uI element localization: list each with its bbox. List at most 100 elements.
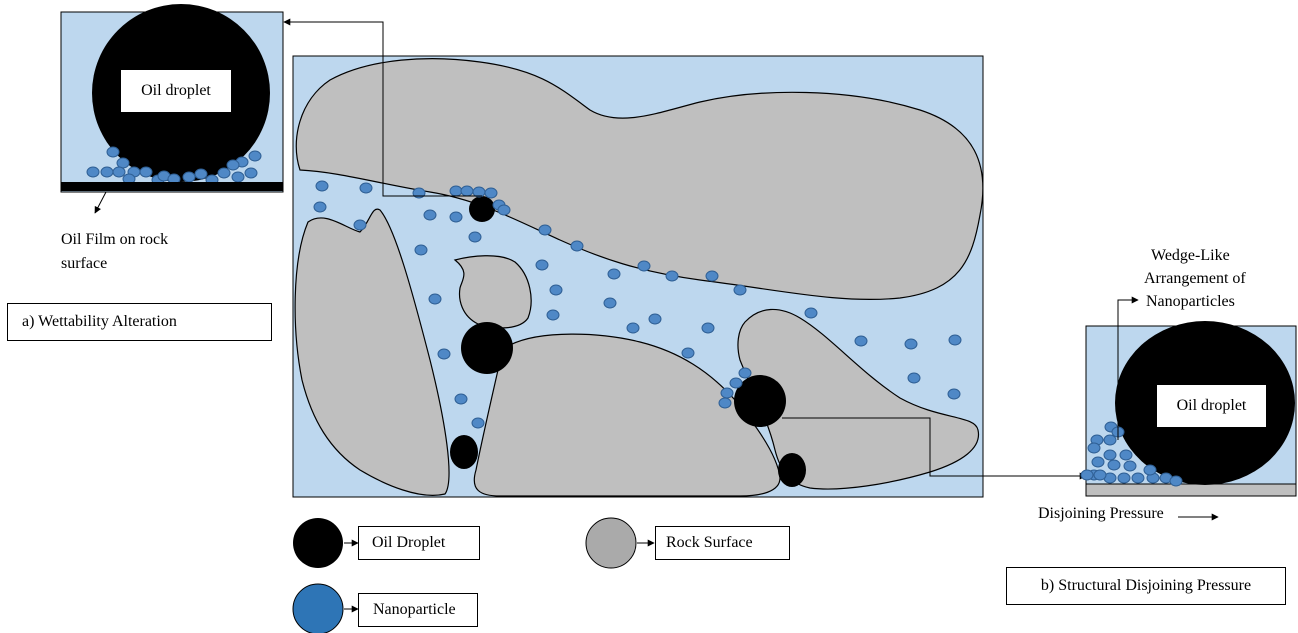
- nanoparticle: [720, 387, 734, 399]
- nanoparticle: [948, 334, 962, 346]
- nanoparticle: [729, 377, 743, 389]
- nanoparticle: [428, 293, 442, 305]
- inset-b-rock-surface: [1085, 483, 1297, 497]
- nanoparticle: [546, 309, 560, 321]
- nanoparticle: [1091, 456, 1105, 468]
- rock-grain-left: [294, 208, 450, 496]
- oil-droplets: [450, 196, 806, 487]
- nanoparticle: [535, 259, 549, 271]
- nanoparticle: [454, 393, 468, 405]
- nanoparticle: [648, 313, 662, 325]
- legend-oil-label: Oil Droplet: [358, 526, 480, 560]
- nanoparticle: [1080, 469, 1094, 481]
- nanoparticle: [733, 284, 747, 296]
- nanoparticle: [116, 157, 130, 169]
- legend-nano-label: Nanoparticle: [358, 593, 478, 627]
- nanoparticle: [315, 180, 329, 192]
- nanoparticle: [607, 268, 621, 280]
- nanoparticle: [538, 224, 552, 236]
- legend-rock-label: Rock Surface: [655, 526, 790, 560]
- oil-droplet: [734, 375, 786, 427]
- nanoparticle: [1103, 434, 1117, 446]
- nanoparticle: [353, 219, 367, 231]
- nanoparticle: [907, 372, 921, 384]
- inset-a-droplet-label: Oil droplet: [120, 69, 232, 113]
- nanoparticle: [904, 338, 918, 350]
- wedge-label-line1: Wedge-Like: [1151, 247, 1230, 264]
- nanoparticle: [854, 335, 868, 347]
- disjoining-pressure-label: Disjoining Pressure: [1038, 505, 1164, 522]
- nanoparticle: [947, 388, 961, 400]
- nanoparticle: [1117, 472, 1131, 484]
- nanoparticle: [1169, 475, 1183, 487]
- nanoparticle: [804, 307, 818, 319]
- inset-b-nanoparticles: [1080, 421, 1183, 487]
- nanoparticle: [313, 201, 327, 213]
- nanoparticle: [194, 168, 208, 180]
- nanoparticle: [701, 322, 715, 334]
- nanoparticle: [414, 244, 428, 256]
- wedge-label-line3: Nanoparticles: [1146, 293, 1235, 310]
- nanoparticle: [637, 260, 651, 272]
- inset-a-film-label-line2: surface: [61, 255, 108, 272]
- nanoparticle: [1119, 449, 1133, 461]
- rock-grain-top: [295, 58, 984, 300]
- nanoparticle: [449, 185, 463, 197]
- wedge-label-line2: Arrangement of: [1144, 270, 1246, 287]
- nanoparticle: [112, 166, 126, 178]
- inset-b-caption: b) Structural Disjoining Pressure: [1006, 567, 1286, 605]
- film-pointer-line: [94, 191, 107, 214]
- oil-droplet: [461, 322, 513, 374]
- nanoparticle: [106, 146, 120, 158]
- legend: [292, 517, 655, 633]
- connector-to-inset-a: [283, 18, 482, 197]
- nanoparticle: [244, 167, 258, 179]
- nanoparticle: [449, 211, 463, 223]
- wedge-pointer-line: [1117, 296, 1139, 440]
- nanoparticle: [497, 204, 511, 216]
- nanoparticle: [471, 417, 485, 429]
- legend-oil-icon: [293, 518, 343, 568]
- porous-medium: [292, 55, 984, 498]
- inset-a-caption: a) Wettability Alteration: [7, 303, 272, 341]
- nanoparticle: [248, 150, 262, 162]
- nanoparticle: [549, 284, 563, 296]
- nanoparticle: [1103, 449, 1117, 461]
- oil-droplet: [469, 196, 495, 222]
- nanoparticle: [423, 209, 437, 221]
- nanoparticle: [705, 270, 719, 282]
- legend-nano-icon: [292, 583, 344, 633]
- oil-droplet: [778, 453, 806, 487]
- nanoparticle: [468, 231, 482, 243]
- nanoparticle: [359, 182, 373, 194]
- nanoparticle: [100, 166, 114, 178]
- nanoparticle: [1087, 442, 1101, 454]
- nanoparticle: [1123, 460, 1137, 472]
- nanoparticle: [226, 159, 240, 171]
- oil-droplet: [450, 435, 478, 469]
- nanoparticle: [1107, 459, 1121, 471]
- nanoparticle: [231, 171, 245, 183]
- nanoparticle: [1131, 472, 1145, 484]
- rock-grain-small: [453, 255, 532, 329]
- nanoparticle: [570, 240, 584, 252]
- inset-b-droplet-label: Oil droplet: [1156, 384, 1267, 428]
- nanoparticle: [460, 185, 474, 197]
- nanoparticle: [217, 167, 231, 179]
- inset-a-oil-film: [61, 182, 283, 191]
- nanoparticle: [1143, 464, 1157, 476]
- nanoparticle: [484, 187, 498, 199]
- nanoparticle: [139, 166, 153, 178]
- legend-rock-icon: [585, 517, 637, 569]
- nanoparticle: [437, 348, 451, 360]
- rock-grain-bottom: [473, 333, 781, 497]
- nanoparticle: [182, 171, 196, 183]
- nanoparticles-main: [313, 180, 962, 429]
- nanoparticle: [738, 367, 752, 379]
- nanoparticle: [718, 397, 732, 409]
- nanoparticle: [665, 270, 679, 282]
- nanoparticle: [1093, 469, 1107, 481]
- nanoparticle: [681, 347, 695, 359]
- nanoparticle: [603, 297, 617, 309]
